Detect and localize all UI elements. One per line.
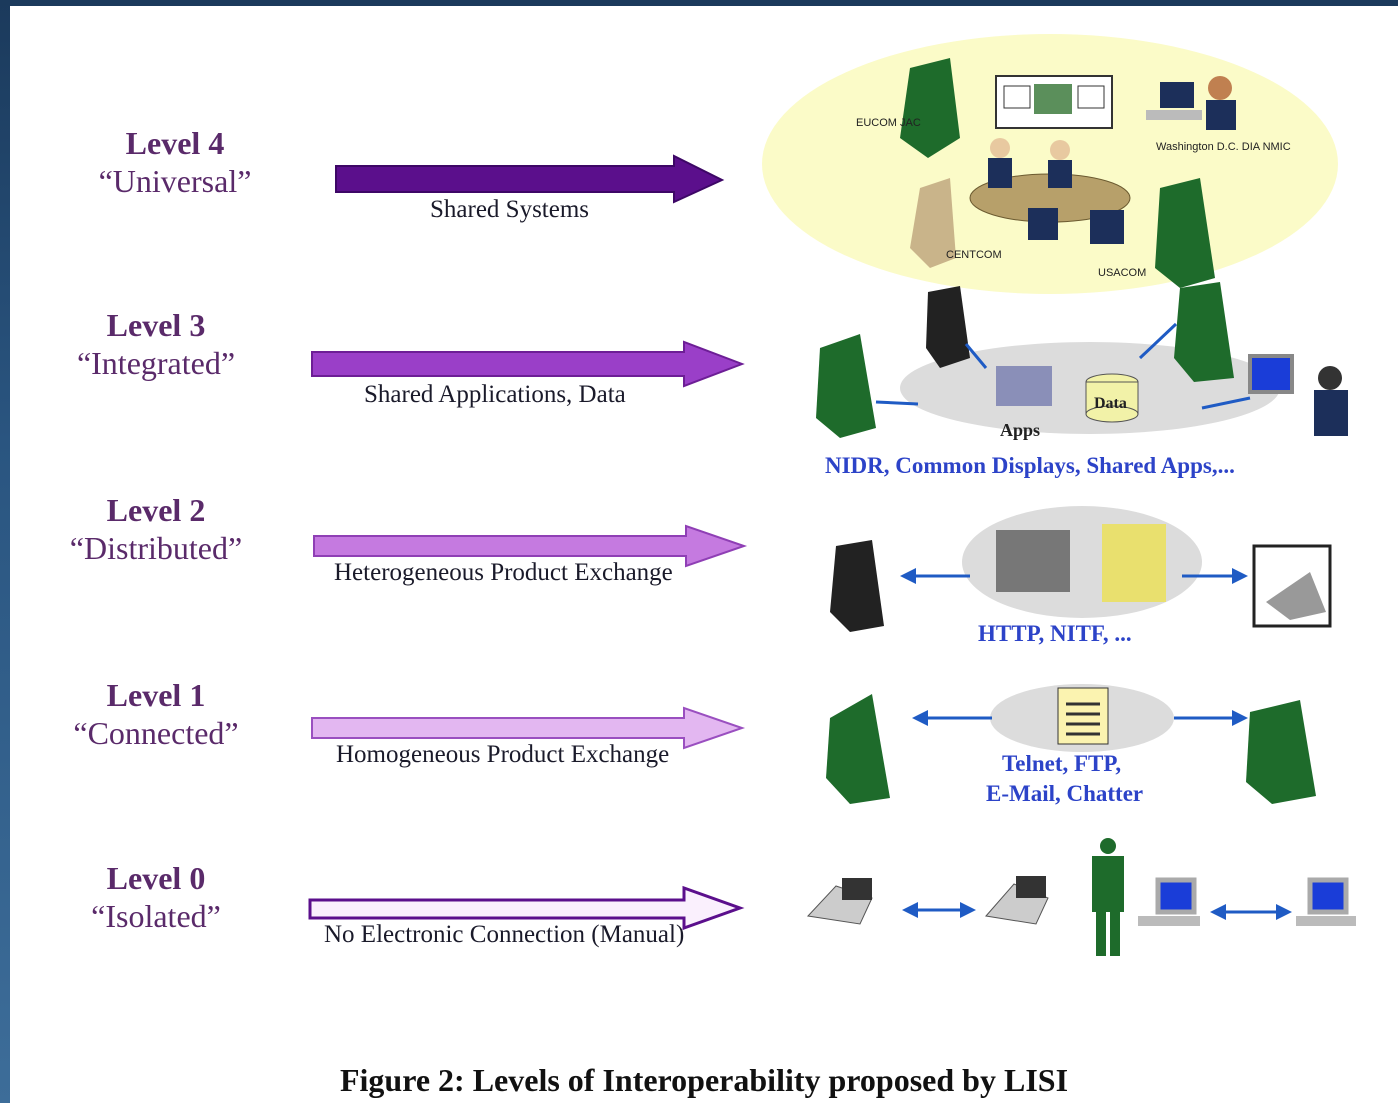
- level-0-name: “Isolated”: [91, 898, 221, 934]
- arrow-label-level-2: Heterogeneous Product Exchange: [334, 559, 673, 586]
- document-icon: [1057, 687, 1109, 745]
- level-0-number: Level 0: [106, 860, 206, 896]
- level-0-illustration: [806, 838, 1356, 956]
- level-1-illustration: [826, 684, 1316, 804]
- level-2-protocols: HTTP, NITF, ...: [978, 621, 1132, 646]
- level-1-name: “Connected”: [73, 715, 239, 751]
- computer-icon: [1307, 877, 1349, 915]
- arrow-level-1: [311, 706, 746, 750]
- level-1-protocols-line1: Telnet, FTP,: [1002, 751, 1122, 776]
- level-2-label: Level 2 “Distributed”: [26, 491, 286, 567]
- level-3-protocols: NIDR, Common Displays, Shared Apps,...: [825, 453, 1235, 478]
- level-3-name: “Integrated”: [76, 345, 236, 381]
- level-2-illustration: [830, 506, 1332, 632]
- soldier-icon: [926, 286, 970, 368]
- person-icon: [1092, 856, 1124, 912]
- level-1-label: Level 1 “Connected”: [26, 676, 286, 752]
- apps-label: Apps: [1000, 420, 1040, 440]
- computer-icon: [1248, 354, 1294, 394]
- label-washington: Washington D.C. DIA NMIC: [1156, 141, 1291, 153]
- map-image-icon: [996, 530, 1070, 592]
- arrow-label-level-1: Homogeneous Product Exchange: [336, 741, 670, 768]
- label-usacom: USACOM: [1098, 267, 1146, 279]
- data-label: Data: [1094, 395, 1127, 412]
- level-3-label: Level 3 “Integrated”: [26, 306, 286, 382]
- level-3-number: Level 3: [106, 307, 206, 343]
- apps-icon: [996, 366, 1052, 406]
- level-4-name: “Universal”: [98, 163, 252, 199]
- arrow-label-level-3: Shared Applications, Data: [364, 381, 626, 408]
- level-2-name: “Distributed”: [69, 530, 243, 566]
- soldier-icon: [830, 540, 884, 632]
- level-4-illustration: EUCOM JAC Washington D.C. DIA NMIC CENTC…: [762, 34, 1338, 294]
- label-centcom: CENTCOM: [946, 249, 1002, 261]
- soldier-icon: [826, 694, 890, 804]
- label-eucom: EUCOM JAC: [856, 117, 921, 129]
- arrow-level-0: [308, 885, 745, 931]
- level-4-number: Level 4: [125, 125, 225, 161]
- level-3-illustration: Apps Data: [816, 282, 1348, 440]
- level-4-label: Level 4 “Universal”: [45, 124, 305, 200]
- soldier-icon: [816, 334, 876, 438]
- level-2-number: Level 2: [106, 492, 206, 528]
- figure-frame: Level 4 “Universal” Level 3 “Integrated”…: [10, 6, 1398, 1103]
- document-icon: [1102, 524, 1166, 602]
- computer-icon: [1155, 877, 1197, 915]
- level-1-number: Level 1: [106, 677, 206, 713]
- level-0-label: Level 0 “Isolated”: [26, 859, 286, 935]
- arrow-label-level-0: No Electronic Connection (Manual): [324, 921, 685, 948]
- soldier-icon: [1174, 282, 1234, 382]
- soldier-icon: [1246, 700, 1316, 804]
- arrow-level-3: [311, 340, 745, 388]
- arrow-level-2: [313, 524, 748, 568]
- level-1-protocols-line2: E-Mail, Chatter: [986, 781, 1144, 806]
- figure-caption: Figure 2: Levels of Interoperability pro…: [339, 1062, 1069, 1098]
- arrow-level-4: [335, 154, 725, 204]
- arrow-label-level-4: Shared Systems: [430, 196, 590, 223]
